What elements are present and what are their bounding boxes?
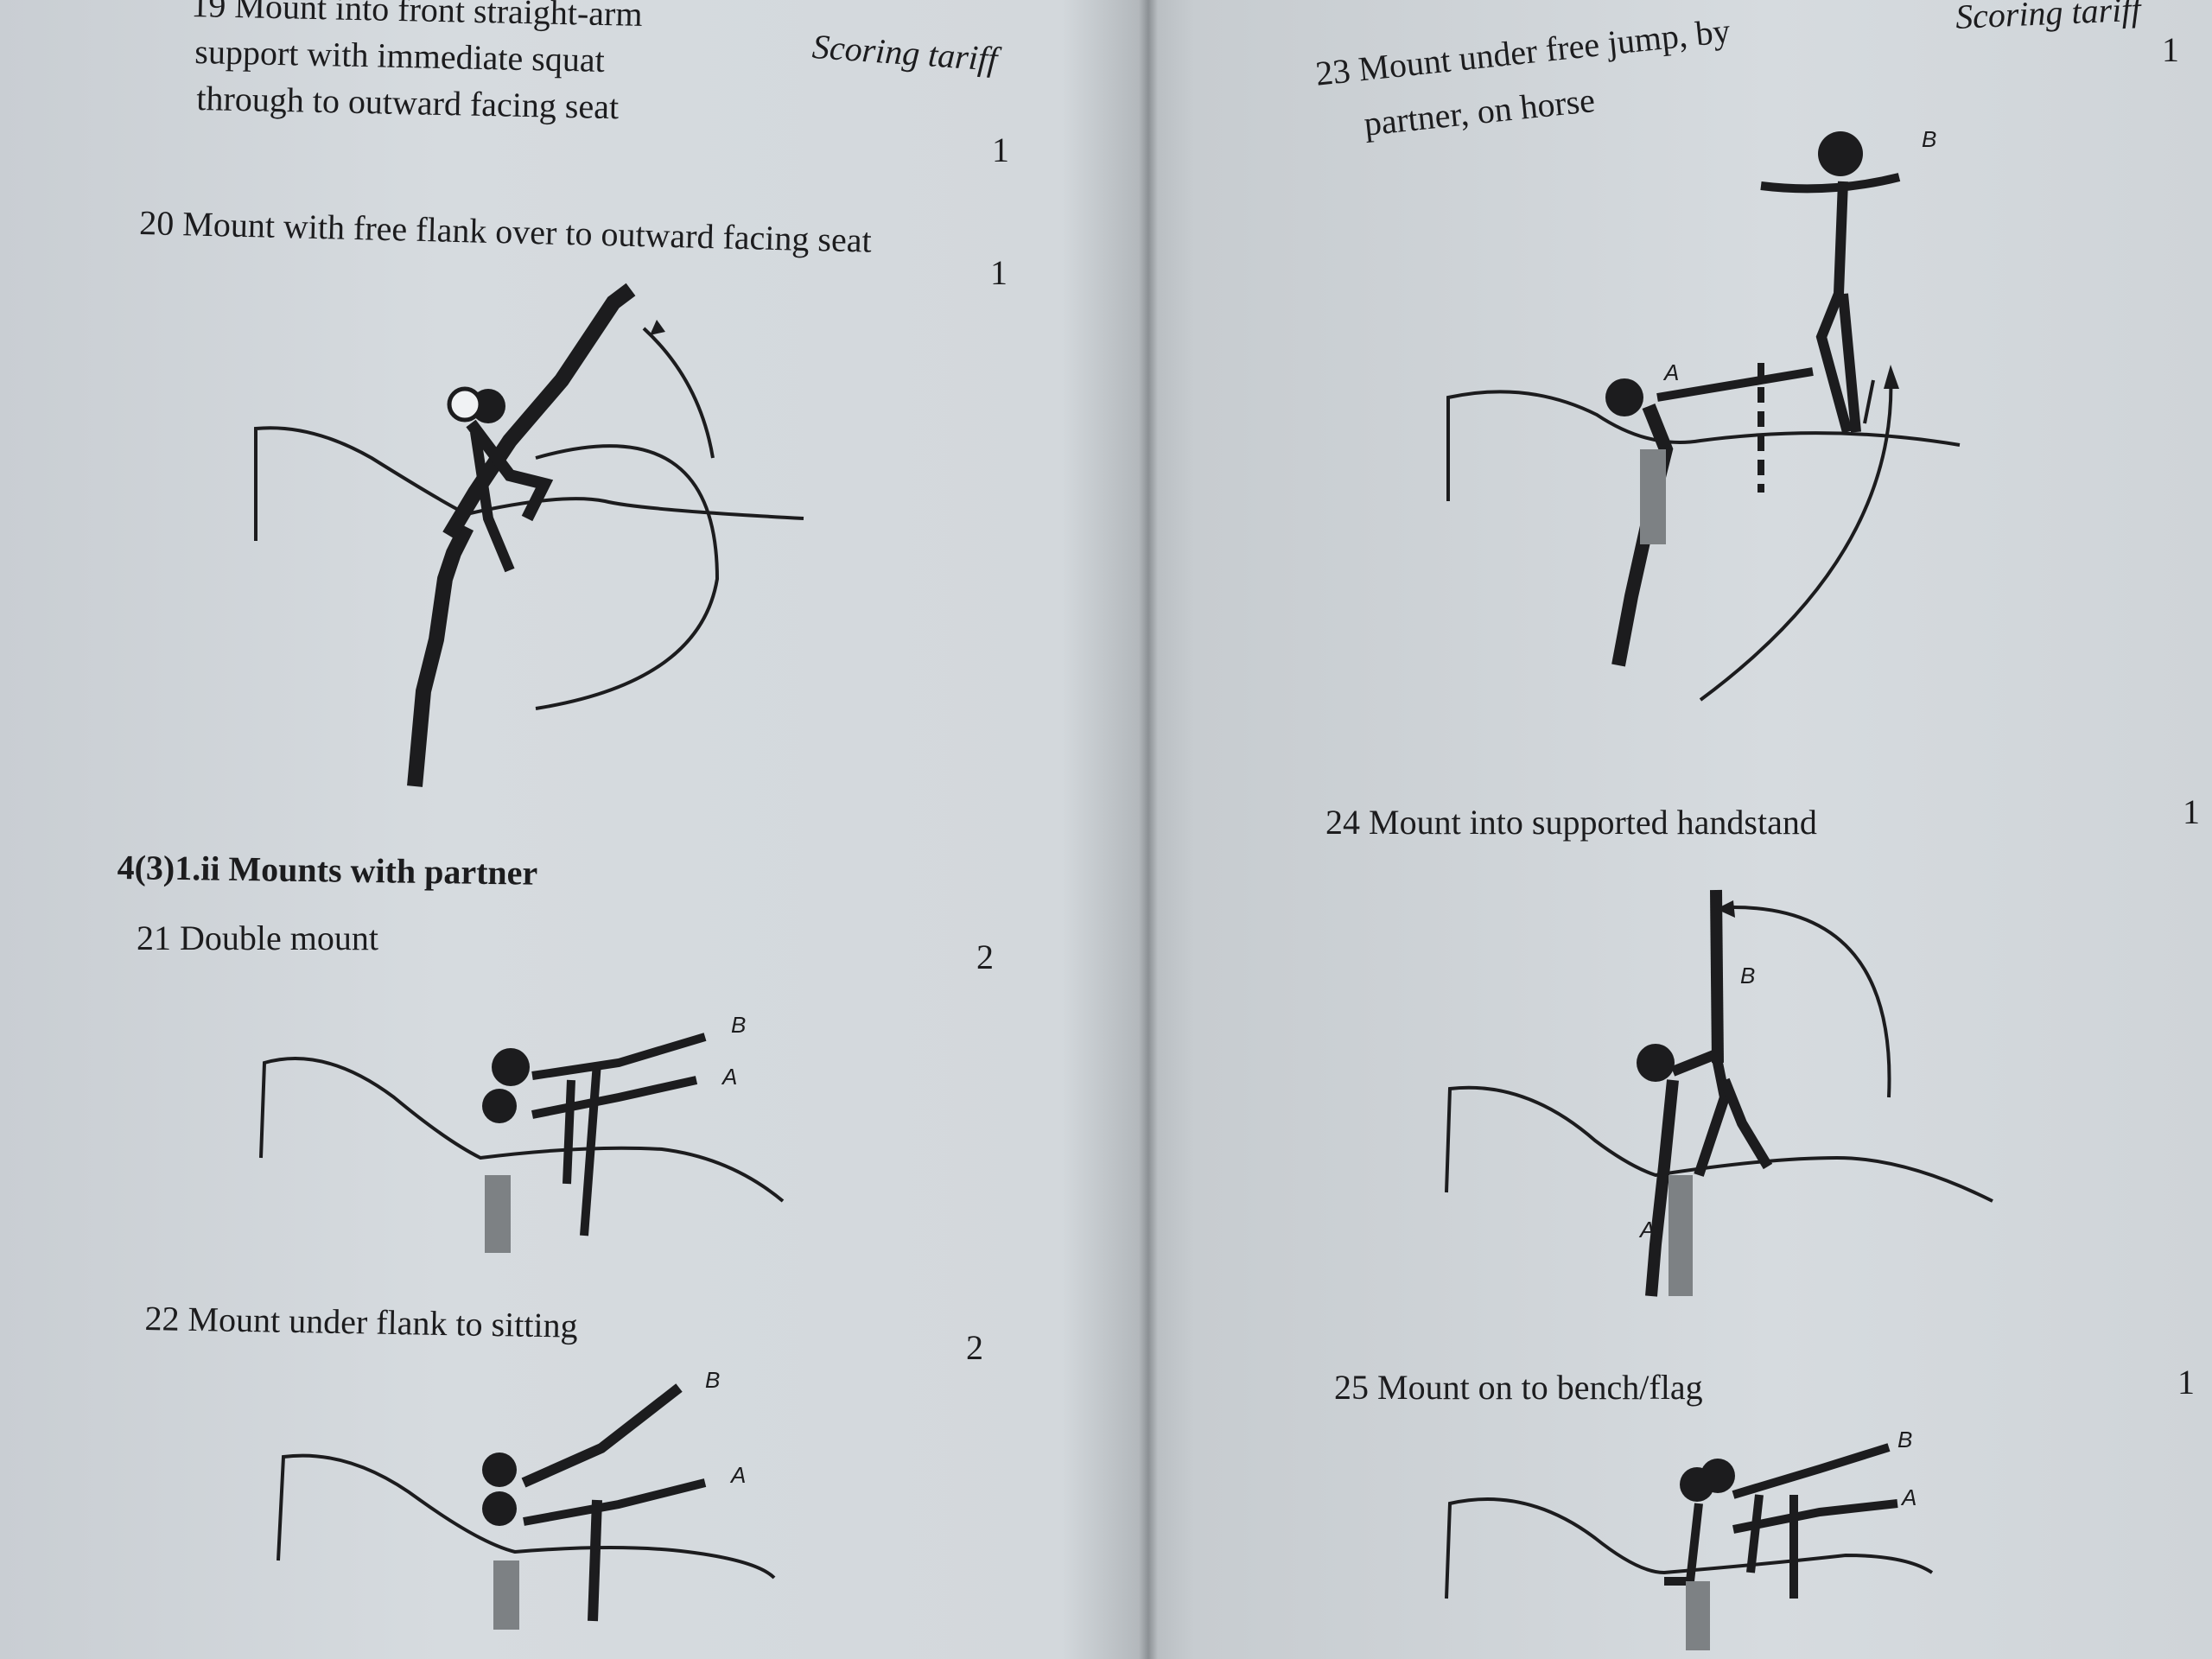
figure-24-illustration: B A — [1445, 889, 1993, 1297]
left-scoring-tariff-header: Scoring tariff — [810, 26, 999, 79]
figure-23-label-b: B — [1922, 126, 1936, 152]
item-20-text: 20 Mount with free flank over to outward… — [138, 202, 873, 260]
figure-24-label-b: B — [1740, 963, 1755, 988]
figure-23-label-a: A — [1662, 359, 1679, 385]
item-23-tariff: 1 — [2162, 30, 2179, 69]
right-page: Scoring tariff 1 23 Mount under free jum… — [1149, 0, 2212, 1659]
item-22-tariff: 2 — [966, 1328, 983, 1367]
figure-20-illustration — [254, 283, 804, 787]
item-24-tariff: 1 — [2183, 792, 2200, 831]
item-24-text: 24 Mount into supported handstand — [1325, 803, 1817, 842]
figure-22-label-b: B — [705, 1367, 720, 1393]
item-21-text: 21 Double mount — [137, 918, 378, 957]
item-19-line3: through to outward facing seat — [195, 78, 620, 127]
right-scoring-tariff-header: Scoring tariff — [1955, 0, 2142, 36]
figure-24-label-a: A — [1638, 1217, 1655, 1243]
figure-22-illustration: B A — [276, 1367, 776, 1630]
figure-25-label-a: A — [1900, 1484, 1916, 1510]
figure-25-label-b: B — [1897, 1427, 1912, 1452]
item-23-line1: 23 Mount under free jump, by — [1313, 10, 1732, 93]
figure-21-label-b: B — [731, 1012, 746, 1038]
figure-23-illustration: B A — [1446, 126, 1961, 702]
item-19-line2: support with immediate squat — [194, 31, 606, 79]
item-20-tariff: 1 — [990, 253, 1007, 292]
item-22-text: 22 Mount under flank to sitting — [144, 1298, 578, 1345]
item-21-tariff: 2 — [976, 938, 994, 976]
item-25-tariff: 1 — [2177, 1363, 2195, 1402]
book-gutter — [1139, 0, 1158, 1659]
section-heading: 4(3)1.ii Mounts with partner — [117, 847, 538, 893]
figure-25-illustration: B A — [1445, 1427, 1934, 1650]
item-25-text: 25 Mount on to bench/flag — [1334, 1368, 1703, 1407]
figure-21-illustration: B A — [259, 1012, 785, 1253]
left-page: 19 Mount into front straight-arm support… — [117, 0, 1009, 1630]
figure-21-label-a: A — [721, 1064, 737, 1090]
item-19-tariff: 1 — [992, 130, 1009, 169]
figure-22-label-a: A — [729, 1462, 746, 1488]
